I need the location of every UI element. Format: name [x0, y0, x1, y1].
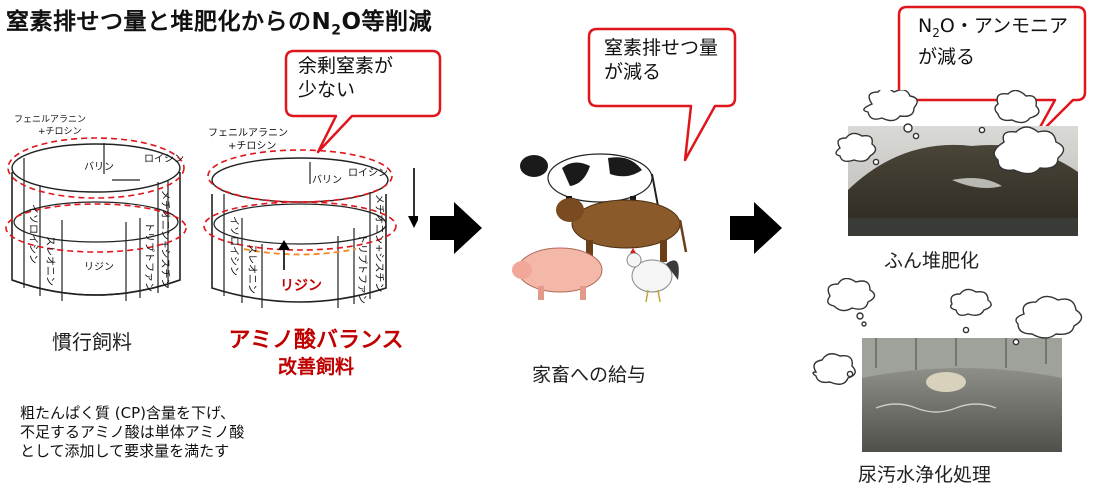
- title-suffix: O等削減: [341, 9, 433, 35]
- callout-emission-text: N2O・アンモニア が減る: [918, 14, 1068, 69]
- title-prefix: 窒素排せつ量と堆肥化からのN: [6, 9, 332, 35]
- barrel1-stave-isoleucine: イソロイシン: [27, 204, 38, 264]
- barrel2-stave-lysine: リジン: [280, 278, 322, 294]
- emission-clouds-compost: [835, 90, 1065, 175]
- brown-cow-icon: [556, 198, 688, 262]
- barrel1-stave-lysine: リジン: [84, 262, 114, 273]
- callout-excretion-line1: 窒素排せつ量: [604, 37, 719, 59]
- chicken-icon: [626, 248, 679, 303]
- barrel1-stave-tryptophan: トリプトファン: [143, 222, 155, 292]
- barrel1-stave-valine: バリン: [84, 161, 114, 173]
- label-improved-feed-line2: 改善飼料: [277, 356, 354, 378]
- callout-surplus-nitrogen: [284, 49, 442, 154]
- callout-excretion-text: 窒素排せつ量 が減る: [604, 36, 718, 84]
- barrel2-top-label-1: フェニルアラニン: [208, 127, 288, 139]
- flow-arrow-1: [430, 202, 482, 254]
- emission-clouds-wastewater: [812, 278, 1083, 385]
- note-line3: として添加して要求量を満たす: [20, 442, 230, 460]
- label-manure-composting: ふん堆肥化: [884, 250, 980, 272]
- barrel2-stave-threonine: スレオニン: [246, 244, 258, 294]
- page-title: 窒素排せつ量と堆肥化からのN2O等削減: [6, 2, 432, 39]
- manure-compost-photo: [835, 90, 1078, 236]
- callout-excretion: [587, 27, 737, 162]
- barrel2-stave-tryptophan: トリプトファン: [356, 234, 368, 304]
- livestock-illustration: [512, 153, 688, 303]
- wastewater-treatment-photo: [812, 278, 1083, 452]
- label-improved-feed-line1: アミノ酸バランス: [228, 328, 404, 353]
- callout-emission-line2: が減る: [918, 45, 976, 68]
- barrel2-stave-isoleucine: イソロイシン: [228, 216, 239, 276]
- label-wastewater-treatment: 尿汚水浄化処理: [858, 464, 992, 486]
- label-conventional-feed: 慣行飼料: [52, 330, 132, 354]
- note-line2: 不足するアミノ酸は単体アミノ酸: [20, 423, 245, 441]
- callout-surplus-text: 余剰窒素が 少ない: [298, 54, 393, 102]
- barrel2-stave-valine: バリン: [312, 174, 342, 186]
- callout-surplus-line1: 余剰窒素が: [298, 55, 394, 77]
- label-livestock-feeding: 家畜への給与: [532, 364, 647, 386]
- title-subscript: 2: [331, 22, 342, 39]
- barrel1-stave-threonine: スレオニン: [44, 236, 56, 286]
- barrel1-stave-leucine: ロイシン: [144, 154, 184, 165]
- flow-arrow-2: [730, 202, 782, 254]
- barrel1-stave-methionine: メチオニン+シスチン: [159, 190, 171, 288]
- barrel1-top-label-1: フェニルアラニン: [14, 114, 86, 125]
- callout-emission: [897, 5, 1087, 142]
- callout-excretion-line2: が減る: [604, 61, 662, 83]
- note-text: 粗たんぱく質 (CP)含量を下げ、 不足するアミノ酸は単体アミノ酸 として添加し…: [20, 404, 244, 461]
- barrel2-stave-leucine: ロイシン: [348, 168, 388, 179]
- barrel2-stave-methionine: メチオニン+シスチン: [373, 194, 385, 292]
- barrel-conventional: フェニルアラニン +チロシン イソロイシン スレオニン リジン バリン ロイシン…: [5, 114, 187, 301]
- note-line1: 粗たんぱく質 (CP)含量を下げ、: [20, 404, 235, 422]
- barrel1-top-label-2: +チロシン: [38, 126, 82, 137]
- callout-surplus-line2: 少ない: [298, 79, 356, 101]
- barrel2-top-label-2: +チロシン: [228, 140, 276, 152]
- callout-emission-line1: N2O・アンモニア: [918, 15, 1069, 40]
- pig-icon: [512, 247, 603, 300]
- barrel-improved: フェニルアラニン +チロシン イソロイシン スレオニン リジン バリン ロイシン…: [203, 127, 418, 308]
